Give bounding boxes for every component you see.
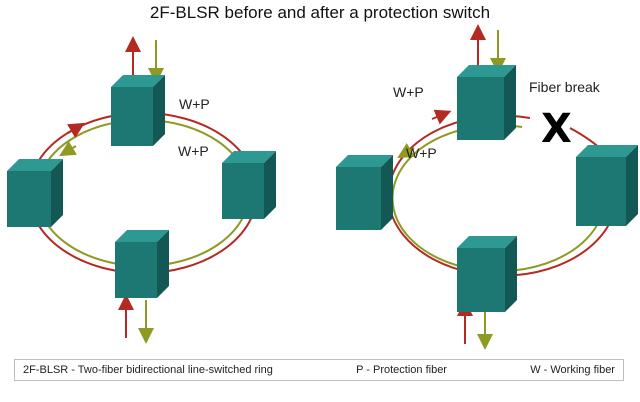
- right-node-top: [457, 65, 516, 140]
- blsr-diagram: W+P W+P: [7, 24, 638, 350]
- left-node-top: [111, 75, 165, 146]
- left-outer-fiber-label: W+P: [179, 96, 210, 112]
- right-inner-fiber: [391, 124, 603, 273]
- left-node-right: [222, 151, 276, 219]
- right-inner-fiber-label: W+P: [406, 145, 437, 161]
- fiber-break-x-icon: X: [541, 106, 572, 152]
- left-ring: W+P W+P: [7, 36, 276, 344]
- fiber-break-label: Fiber break: [529, 79, 601, 95]
- right-outer-fiber-label: W+P: [393, 84, 424, 100]
- legend-box: 2F-BLSR - Two-fiber bidirectional line-s…: [14, 359, 624, 381]
- legend-working: W - Working fiber: [530, 364, 615, 376]
- right-outer-fiber: [387, 114, 613, 277]
- left-outer-direction-arrow: [67, 122, 85, 138]
- legend-blsr: 2F-BLSR - Two-fiber bidirectional line-s…: [23, 364, 273, 376]
- right-inner-direction-arrow: [397, 143, 415, 159]
- right-outer-direction-arrow: [431, 109, 452, 125]
- right-node-left: [336, 155, 393, 230]
- left-inner-direction-arrow: [59, 141, 77, 157]
- right-node-bottom: [457, 236, 517, 312]
- right-node-right: [576, 145, 638, 226]
- legend-protection: P - Protection fiber: [356, 364, 447, 376]
- left-node-bottom: [115, 230, 169, 298]
- right-ring: X Fiber break W+P W+P: [336, 24, 638, 350]
- diagram-title: 2F-BLSR before and after a protection sw…: [149, 3, 491, 22]
- left-node-left: [7, 159, 63, 227]
- left-inner-fiber-label: W+P: [178, 143, 209, 159]
